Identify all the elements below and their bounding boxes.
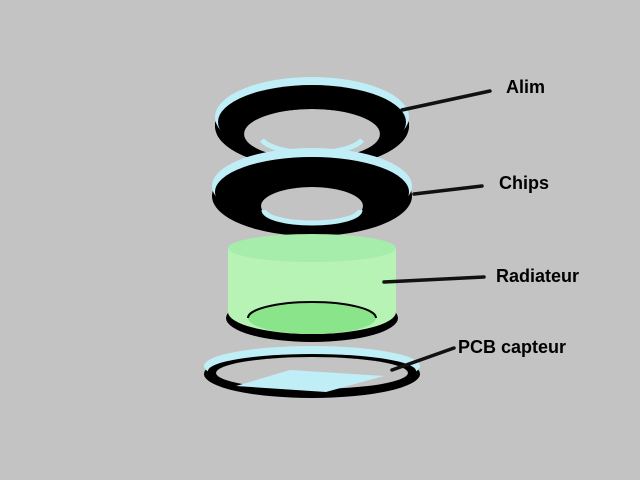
alim-leader-line [400,89,492,112]
alim-ring [215,77,409,168]
radiateur-leader-line [382,275,486,284]
pcb-sensor-square [236,370,384,392]
radiateur-cylinder [226,234,398,342]
radiateur-label: Radiateur [496,266,579,286]
chips-ring-hole-rim [261,209,363,226]
pcb-leader-line [390,346,456,372]
pcb-capteur-label: PCB capteur [458,337,566,357]
chips-label: Chips [499,173,549,193]
alim-label: Alim [506,77,545,97]
pcb-capteur-ring [204,346,420,398]
chips-ring [212,148,412,236]
radiateur-inner-opening [248,302,376,334]
chips-ring-top-black [215,157,409,227]
chips-leader-line [412,184,484,196]
radiateur-top-rim [228,234,396,262]
radiateur-inner-edge [247,301,377,319]
alim-ring-top-black [218,85,406,159]
